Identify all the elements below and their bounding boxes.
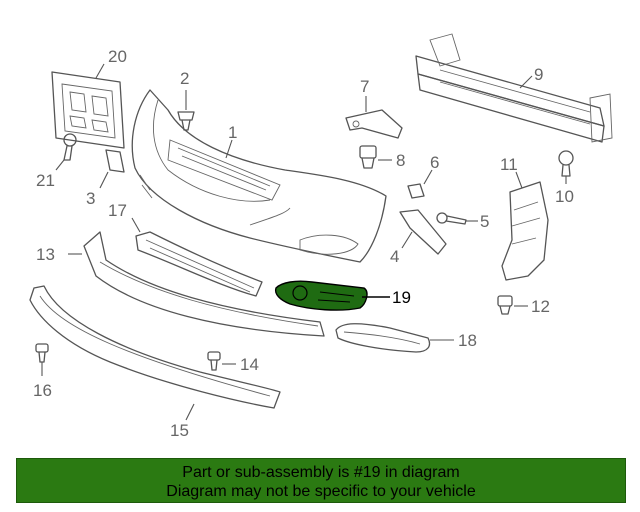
part-6-clip: [407, 183, 425, 199]
part-21-screw: [63, 133, 77, 161]
banner-line-2: Diagram may not be specific to your vehi…: [166, 483, 476, 500]
part-13-lower-absorber: [83, 231, 325, 337]
callout-3: 3: [86, 189, 95, 208]
callout-20: 20: [108, 47, 127, 66]
part-3-bracket: [105, 149, 125, 173]
callout-13: 13: [36, 245, 55, 264]
part-8-grommet: [359, 145, 377, 169]
callout-15: 15: [170, 421, 189, 440]
parts-diagram: 20 21 2 3 1 7 8: [29, 33, 613, 440]
part-20-license-bracket: [51, 71, 125, 149]
callout-8: 8: [396, 151, 405, 170]
callout-2: 2: [180, 69, 189, 88]
callout-7: 7: [360, 77, 369, 96]
info-banner: Part or sub-assembly is #19 in diagram D…: [16, 458, 626, 503]
callout-10: 10: [555, 187, 574, 206]
part-7-bracket: [345, 109, 403, 139]
callout-18: 18: [458, 331, 477, 350]
callout-19: 19: [392, 288, 411, 307]
banner-line-1: Part or sub-assembly is #19 in diagram: [182, 464, 460, 481]
callout-1: 1: [228, 123, 237, 142]
part-9-reinforcement-beam: [415, 33, 613, 143]
part-18-side-garnish: [335, 323, 431, 353]
part-14-bolt: [207, 351, 221, 371]
callout-12: 12: [531, 297, 550, 316]
part-5-screw: [436, 212, 467, 225]
part-16-bolt: [35, 343, 49, 363]
callout-16: 16: [33, 381, 52, 400]
part-1-bumper-face: [131, 89, 387, 263]
part-10-bolt: [558, 150, 574, 177]
part-19-fog-garnish: [274, 280, 368, 311]
part-15-lower-lip: [29, 285, 281, 409]
callout-6: 6: [430, 153, 439, 172]
part-4-side-bracket: [399, 209, 447, 255]
part-17-grille: [135, 231, 263, 297]
callout-11: 11: [500, 155, 518, 174]
part-2-clip: [177, 111, 195, 131]
callout-4: 4: [390, 247, 399, 266]
callout-17: 17: [108, 201, 127, 220]
part-11-side-spacer: [501, 181, 549, 281]
callout-9: 9: [534, 65, 543, 84]
callout-21: 21: [36, 171, 55, 190]
part-12-grommet: [497, 295, 513, 315]
callout-14: 14: [240, 355, 259, 374]
callout-5: 5: [480, 212, 489, 231]
